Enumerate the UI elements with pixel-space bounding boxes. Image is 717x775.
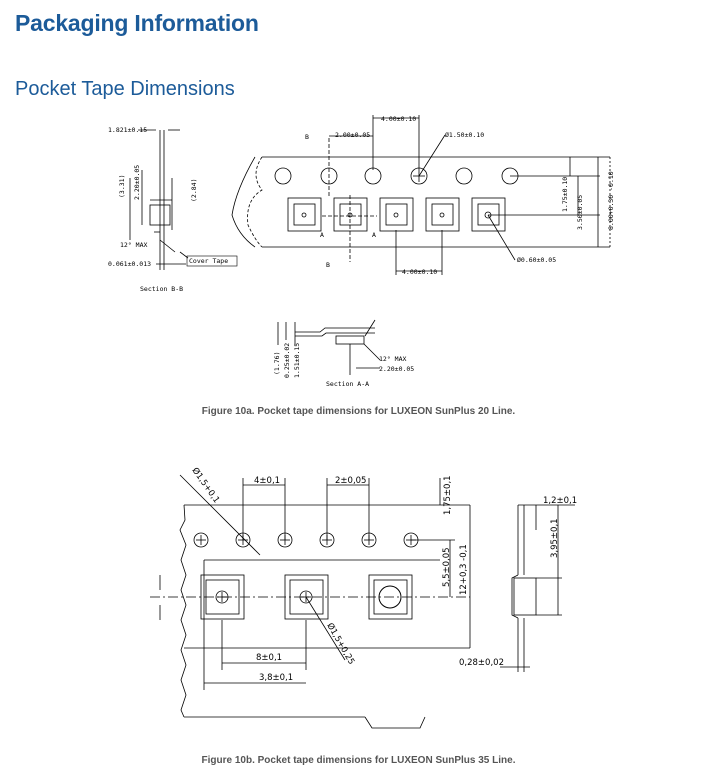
section-aa-view	[277, 319, 381, 375]
dim-176: (1.76)	[273, 352, 281, 375]
dim-331: (3.31)	[118, 175, 126, 198]
section-bb-label: Section B-B	[140, 285, 183, 293]
dim-220-h: 2.20±0.05	[379, 365, 414, 373]
dim-4: 4±0,1	[254, 476, 280, 486]
dim-55: 5,5±0,05	[442, 547, 452, 587]
letter-b-bottom: B	[326, 261, 330, 269]
figure-10a-drawing: 1.821±0.15 (3.31) 2.20±0.05 (2.84) 12° M…	[108, 115, 615, 388]
dim-0061: 0.061±0.013	[108, 260, 151, 268]
dim-151: 1.51±0.15	[293, 343, 301, 378]
letter-a-left: A	[320, 231, 324, 239]
letter-a-right: A	[372, 231, 376, 239]
dim-284: (2.84)	[190, 179, 198, 202]
dim-2: 2±0,05	[335, 476, 366, 486]
dim-028: 0,28±0,02	[459, 658, 504, 668]
figure-10a-caption: Figure 10a. Pocket tape dimensions for L…	[201, 406, 516, 417]
dim-150: Ø1.50±0.10	[445, 131, 484, 139]
section-bb-view	[129, 129, 189, 270]
tape-35-top-view	[150, 474, 471, 729]
dim-175-b: 1,75±0,1	[443, 475, 453, 515]
tape-top-view	[231, 115, 611, 275]
dim-400-bottom: 4.00±0.10	[402, 268, 437, 276]
max12-a: 12° MAX	[120, 241, 147, 249]
cover-tape-label: Cover Tape	[189, 257, 228, 265]
dim-350: 3.50±0.05	[576, 195, 584, 230]
dim-220-v: 2.20±0.05	[133, 165, 141, 200]
dim-38: 3,8±0,1	[259, 673, 293, 683]
subsection-title: Pocket Tape Dimensions	[15, 78, 235, 100]
dim-12: 12+0,3 -0,1	[459, 544, 469, 595]
dim-400-top: 4.00±0.10	[381, 115, 416, 123]
dim-395: 3,95±0,1	[550, 518, 560, 558]
dim-175: 1.75±0.10	[561, 177, 569, 212]
dim-12-thickness: 1,2±0,1	[543, 496, 577, 506]
section-title: Packaging Information	[15, 10, 259, 36]
figure-10b-caption: Figure 10b. Pocket tape dimensions for L…	[201, 755, 516, 766]
dim-025: 0.25±0.02	[283, 343, 291, 378]
tape-35-section-view	[500, 504, 575, 672]
dim-060: Ø0.60±0.05	[517, 256, 556, 264]
dim-15-pocket: Ø1,5+0,25	[324, 621, 357, 667]
dim-800: 8.00+0.30 -0.10	[607, 171, 615, 230]
section-aa-label: Section A-A	[326, 380, 369, 388]
dim-15-top: Ø1,5+0,1	[190, 465, 222, 505]
dim-1821: 1.821±0.15	[108, 126, 147, 134]
max12-b: 12° MAX	[379, 355, 406, 363]
letter-b-top: B	[305, 133, 309, 141]
dim-200: 2.00±0.05	[335, 131, 370, 139]
dim-8: 8±0,1	[256, 653, 282, 663]
